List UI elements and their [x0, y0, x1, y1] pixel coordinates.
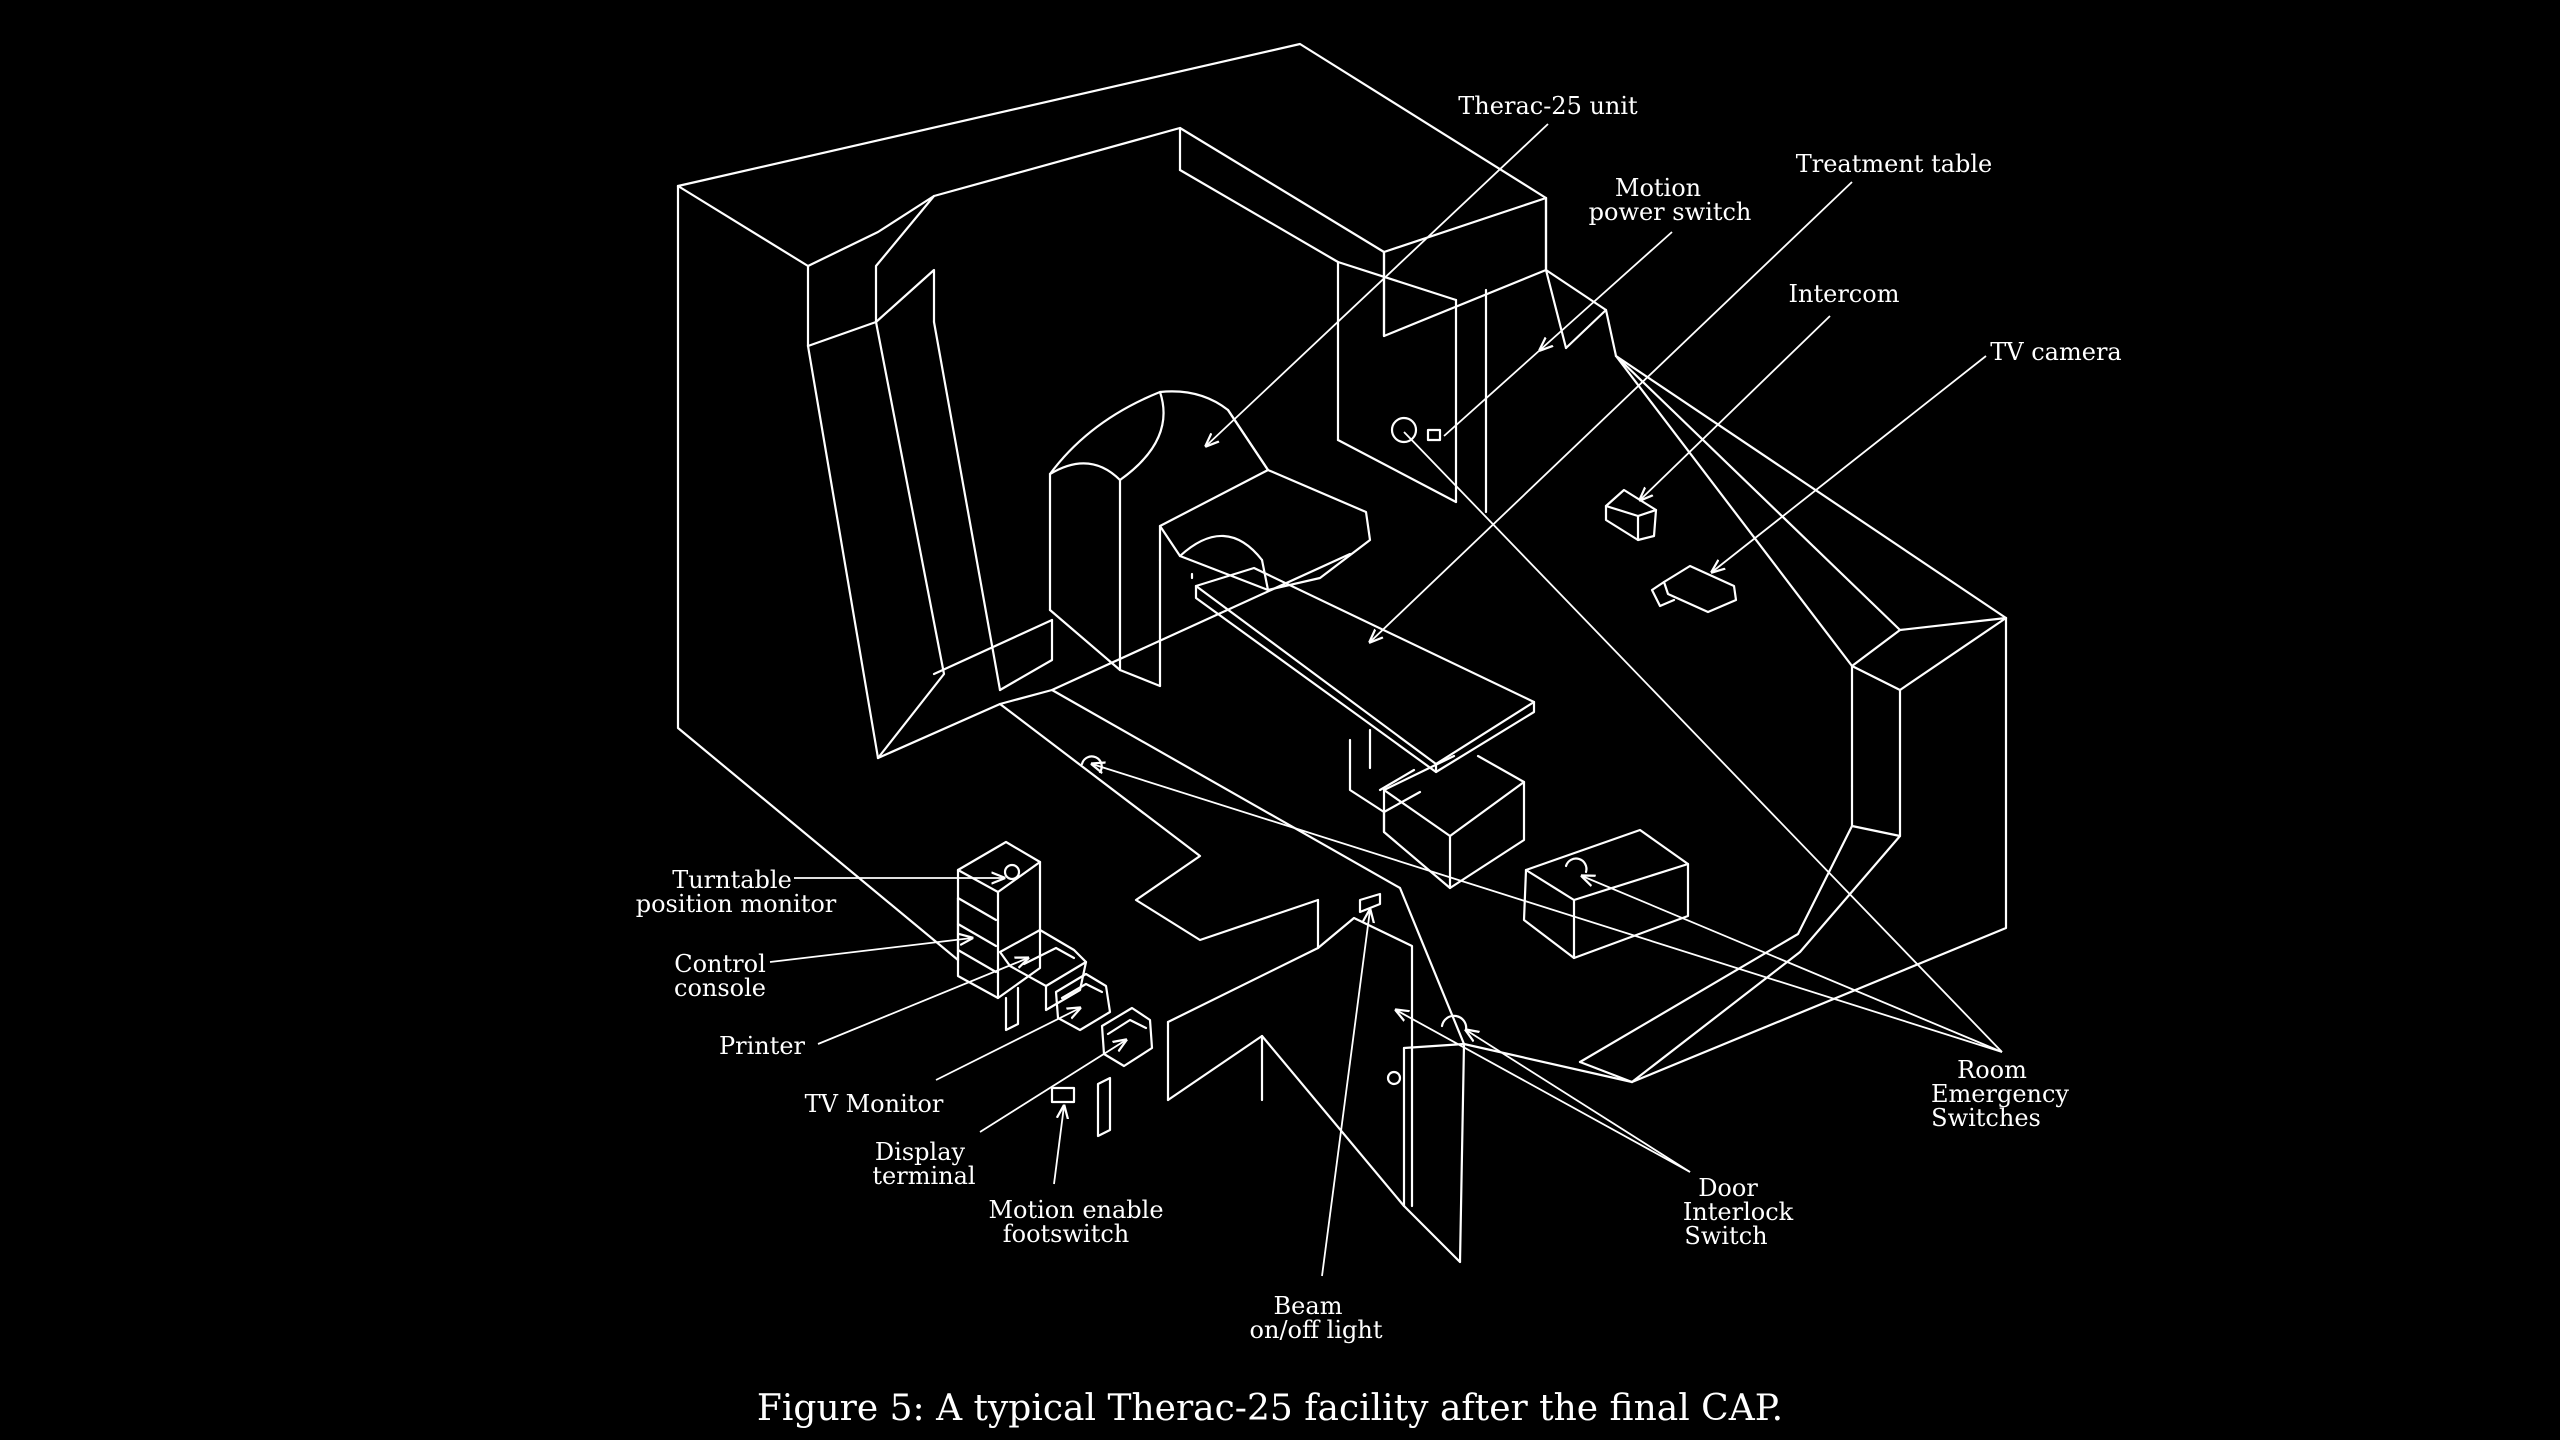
- room-walls: [676, 42, 2008, 1264]
- labels: Therac-25 unit Motion power switch Treat…: [636, 92, 2122, 1429]
- leader-footswitch: [1053, 1106, 1064, 1185]
- label-turntable-monitor-line1: Turntable: [672, 866, 792, 894]
- label-room-emergency-line2: Emergency: [1931, 1080, 2069, 1108]
- leader-door-interlock-2: [1466, 1030, 1691, 1173]
- label-tv-camera: TV camera: [1990, 338, 2121, 366]
- label-footswitch-line2: footswitch: [1003, 1220, 1130, 1248]
- label-door-interlock-line3: Switch: [1684, 1222, 1767, 1250]
- leader-control-console: [769, 938, 972, 963]
- treatment-table: [1194, 566, 1536, 890]
- motion-power-switch-icon: [1390, 416, 1418, 444]
- figure-caption: Figure 5: A typical Therac-25 facility a…: [757, 1388, 1783, 1429]
- leader-intercom: [1640, 315, 1831, 500]
- leader-printer: [817, 958, 1028, 1045]
- label-door-interlock-line2: Interlock: [1683, 1198, 1794, 1226]
- leader-room-emergency-3: [1092, 764, 2003, 1053]
- door-interlock-icon: [1386, 1070, 1402, 1086]
- label-turntable-monitor-line2: position monitor: [636, 890, 837, 918]
- leader-display-terminal: [979, 1040, 1126, 1133]
- turntable-monitor-icon: [1003, 863, 1021, 881]
- label-room-emergency-line1: Room: [1957, 1056, 2027, 1084]
- label-beam-light-line2: on/off light: [1250, 1316, 1383, 1344]
- leader-therac-unit: [1206, 123, 1549, 446]
- label-motion-power-switch-line1: Motion: [1615, 174, 1701, 202]
- cabinet-icon: [1522, 828, 1690, 960]
- control-area: [956, 840, 1154, 1138]
- leader-beam-light: [1321, 910, 1370, 1277]
- label-control-console-line1: Control: [674, 950, 766, 978]
- label-motion-power-switch-line2: power switch: [1589, 198, 1752, 226]
- tv-camera-icon: [1662, 564, 1738, 614]
- label-tv-monitor: TV Monitor: [805, 1090, 944, 1118]
- label-door-interlock-line1: Door: [1698, 1174, 1758, 1202]
- label-display-terminal-line2: terminal: [872, 1162, 975, 1190]
- label-printer: Printer: [719, 1032, 806, 1060]
- label-control-console-line2: console: [674, 974, 766, 1002]
- label-beam-light-line1: Beam: [1274, 1292, 1343, 1320]
- leader-room-emergency-1: [1403, 431, 2003, 1053]
- beam-light-icon: [1358, 892, 1382, 914]
- label-room-emergency-line3: Switches: [1931, 1104, 2041, 1132]
- leader-door-interlock-1: [1396, 1010, 1691, 1173]
- label-therac-unit: Therac-25 unit: [1458, 92, 1638, 120]
- leader-treatment-table: [1370, 181, 1853, 642]
- label-footswitch-line1: Motion enable: [988, 1196, 1163, 1224]
- label-treatment-table: Treatment table: [1796, 150, 1993, 178]
- leader-tv-camera: [1712, 355, 1987, 572]
- therac-unit: [1048, 390, 1372, 688]
- label-intercom: Intercom: [1789, 280, 1900, 308]
- motion-power-switch-box-icon: [1426, 428, 1442, 442]
- leader-lines: [769, 123, 2003, 1277]
- intercom-icon: [1604, 488, 1658, 542]
- label-display-terminal-line1: Display: [875, 1138, 966, 1166]
- leader-room-emergency-2: [1582, 876, 2003, 1053]
- emergency-switch-icon: [1564, 857, 1588, 874]
- footswitch-icon: [1050, 1086, 1076, 1104]
- leader-motion-power-switch: [1540, 231, 1673, 350]
- emergency-switch-icon: [1440, 1014, 1468, 1032]
- leader-tv-monitor: [935, 1008, 1080, 1081]
- room-equipment: [1080, 416, 1738, 1086]
